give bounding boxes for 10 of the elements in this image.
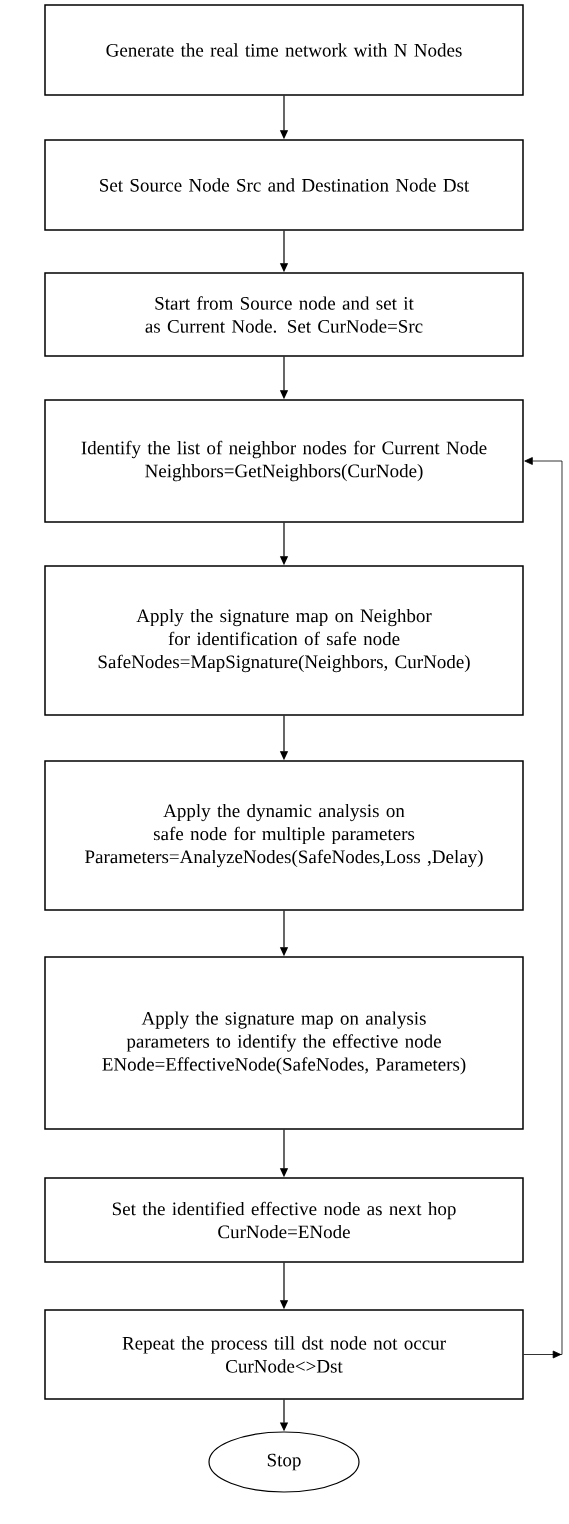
process-box: Set Source Node Src and Destination Node Dst [44,139,524,231]
process-box: Apply the signature map on analysis parameters to identify the effective node ENode=EffectiveNode(SafeNodes, Parameters) [44,956,524,1130]
process-box: Set the identified effective node as next hop CurNode=ENode [44,1177,524,1263]
process-box: Apply the signature map on Neighbor for identification of safe node SafeNodes=MapSignature(Neighbors, CurNode) [44,565,524,716]
process-box: Start from Source node and set it as Current Node. Set CurNode=Src [44,272,524,357]
process-box: Repeat the process till dst node not occur CurNode<>Dst [44,1309,524,1400]
process-box: Generate the real time network with N Nodes [44,4,524,96]
arrow [523,457,563,1359]
process-box: Identify the list of neighbor nodes for Current Node Neighbors=GetNeighbors(CurNode) [44,399,524,523]
process-box: Apply the dynamic analysis on safe node for multiple parameters Parameters=AnalyzeNodes(SafeNodes,Loss ,Delay) [44,760,524,911]
